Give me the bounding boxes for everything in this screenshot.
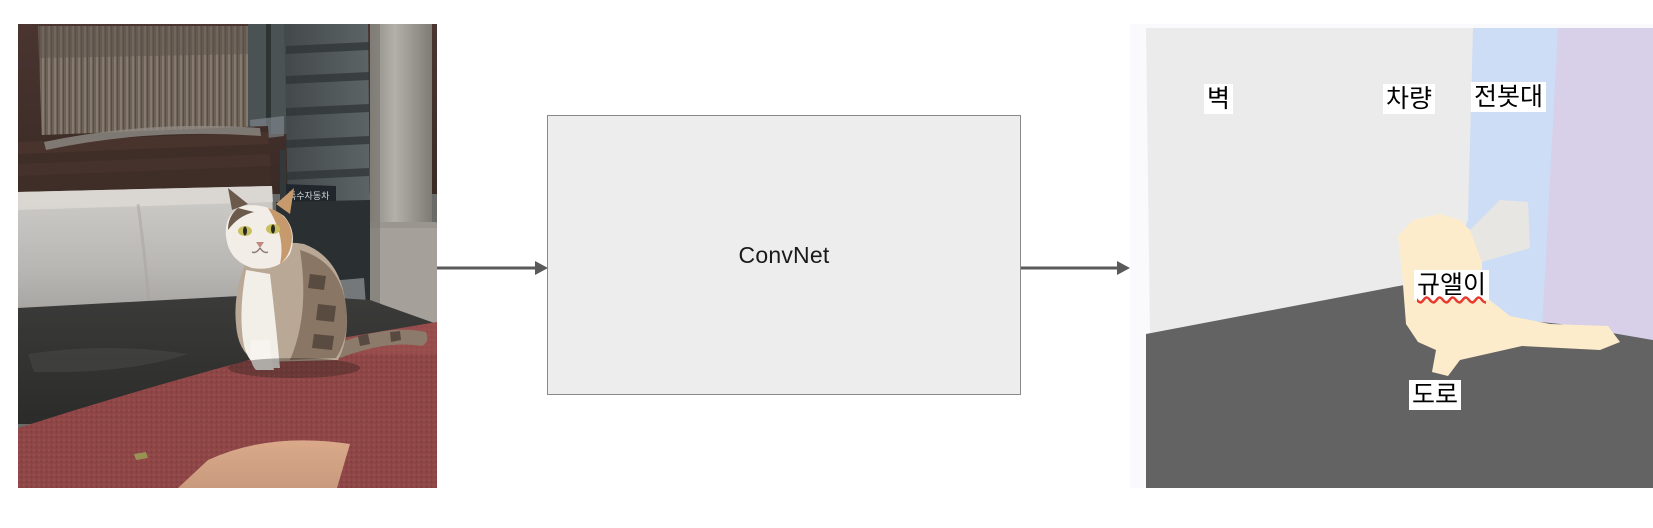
region-label-pole: 전봇대 (1471, 82, 1547, 112)
region-label-vehicle: 차량 (1383, 84, 1436, 114)
svg-text:특수자동차: 특수자동차 (288, 190, 330, 202)
region-cat (1398, 214, 1620, 376)
region-label-road: 도로 (1409, 380, 1462, 410)
arrow-input-to-convnet (437, 257, 549, 279)
arrow-convnet-to-output (1021, 257, 1131, 279)
convnet-box: ConvNet (547, 115, 1021, 395)
convnet-label: ConvNet (738, 241, 830, 268)
input-photo: 특수자동차 2671-9266 (02)2671-9266 (18, 24, 437, 488)
cat-in-photo (225, 188, 428, 370)
input-photo-illustration: 특수자동차 2671-9266 (02)2671-9266 (18, 24, 437, 488)
region-vehicle-patch (1470, 200, 1530, 262)
region-label-cat: 규앨이 (1414, 270, 1490, 300)
region-label-wall: 벽 (1204, 84, 1234, 114)
region-pole (1539, 28, 1653, 340)
